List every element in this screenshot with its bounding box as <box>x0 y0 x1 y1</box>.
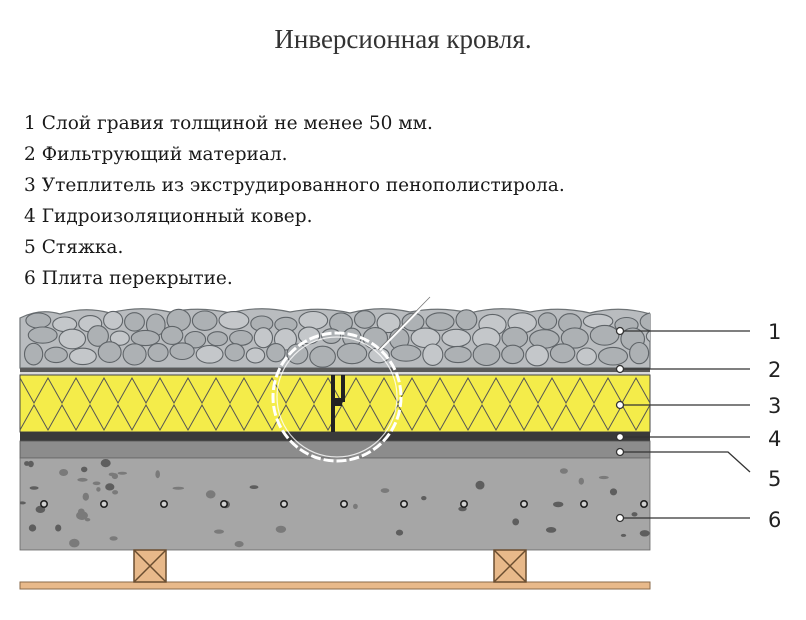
insulation-layer <box>19 374 651 433</box>
support-beam-left <box>133 549 167 583</box>
detail-circle <box>271 296 433 463</box>
callout-1: 1 <box>615 320 781 344</box>
diagram-title: Инверсионная кровля. <box>274 24 532 54</box>
slab-rebars <box>39 499 648 508</box>
base-plank <box>19 581 651 590</box>
svg-text:5: 5 <box>768 467 781 491</box>
svg-text:4: 4 <box>768 427 781 451</box>
svg-text:6: 6 <box>768 508 781 532</box>
svg-text:2: 2 <box>768 358 781 382</box>
callout-4: 4 <box>615 427 781 451</box>
gravel-layer <box>19 308 651 369</box>
svg-text:3: 3 <box>768 394 781 418</box>
insulation-joint <box>331 375 345 432</box>
callout-5: 5 <box>615 447 781 491</box>
gravel-stones <box>23 308 650 368</box>
svg-text:1: 1 <box>768 320 781 344</box>
callout-3: 3 <box>615 394 781 418</box>
screed-layer <box>19 440 651 459</box>
filter-fabric-layer <box>20 368 650 372</box>
callouts: 1 2 3 4 5 6 <box>615 320 781 532</box>
slab-layer <box>19 457 651 551</box>
waterproofing-layer <box>20 432 650 441</box>
support-beam-right <box>493 549 527 583</box>
callout-2: 2 <box>615 358 781 382</box>
callout-6: 6 <box>615 508 781 532</box>
slab-aggregate <box>20 459 650 548</box>
